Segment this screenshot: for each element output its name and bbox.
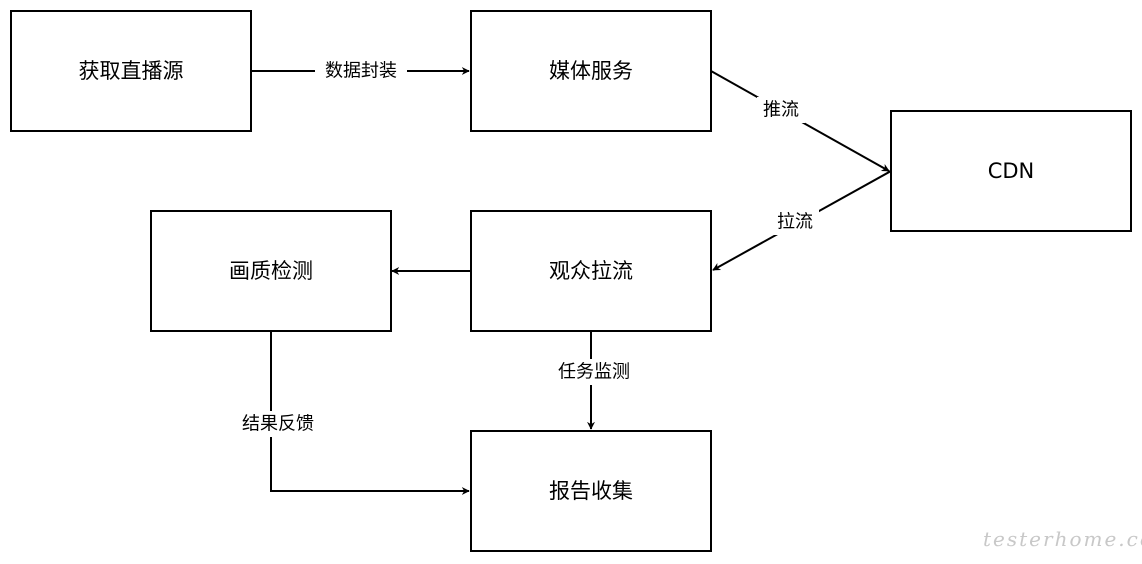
node-report: 报告收集	[470, 430, 712, 552]
edge-label-monitor-text: 任务监测	[558, 362, 630, 383]
node-cdn-label: CDN	[988, 159, 1035, 183]
node-cdn: CDN	[890, 110, 1132, 232]
node-quality: 画质检测	[150, 210, 392, 332]
edge-label-feedback-text: 结果反馈	[242, 414, 314, 435]
node-viewer: 观众拉流	[470, 210, 712, 332]
node-viewer-label: 观众拉流	[549, 259, 633, 283]
edge-label-package: 数据封装	[315, 58, 407, 84]
node-media-label: 媒体服务	[549, 59, 633, 83]
node-quality-label: 画质检测	[229, 259, 313, 283]
edge-label-push: 推流	[757, 97, 805, 123]
edge-label-package-text: 数据封装	[325, 61, 397, 82]
node-source-label: 获取直播源	[79, 59, 184, 83]
edge-label-monitor: 任务监测	[548, 359, 640, 385]
edge-label-pull-text: 拉流	[777, 212, 813, 233]
edge-label-feedback: 结果反馈	[232, 411, 324, 437]
node-source: 获取直播源	[10, 10, 252, 132]
node-report-label: 报告收集	[549, 479, 633, 503]
edge-label-pull: 拉流	[771, 209, 819, 235]
edge-label-push-text: 推流	[763, 100, 799, 121]
edge-labels: 数据封装 推流 拉流 任务监测 结果反馈	[232, 58, 819, 437]
node-media: 媒体服务	[470, 10, 712, 132]
nodes: 获取直播源 媒体服务 CDN 观众拉流 画质检测 报告收集	[10, 10, 1132, 552]
edge-quality-to-report	[270, 331, 470, 495]
watermark-text: testerhome.com	[983, 527, 1142, 551]
